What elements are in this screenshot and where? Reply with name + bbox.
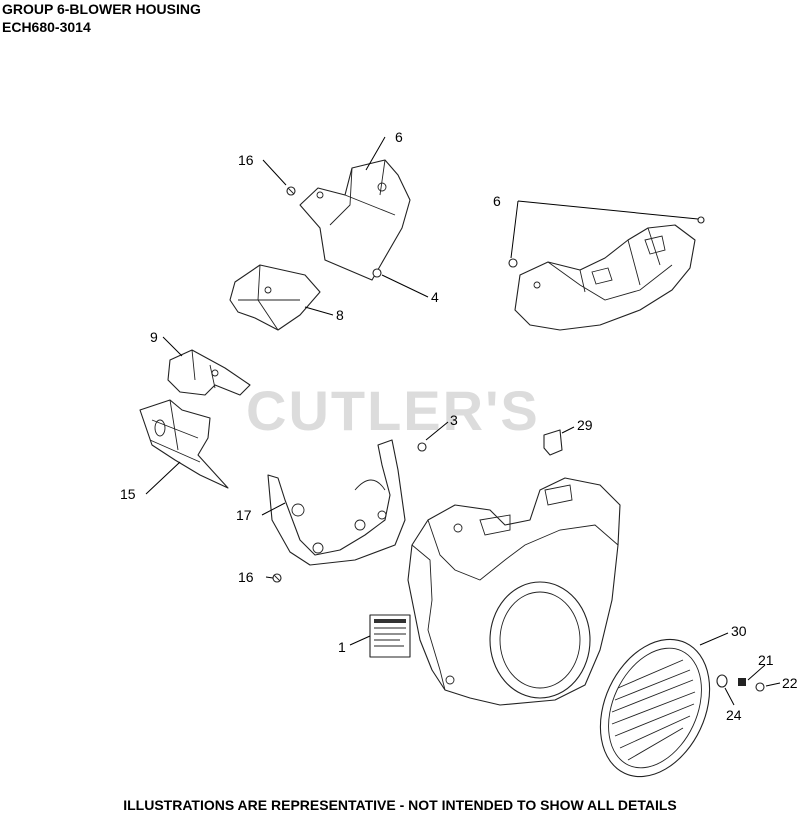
callout-17: 17 (236, 507, 252, 523)
callout-8: 8 (336, 307, 344, 323)
part-15-deflector (139, 399, 229, 489)
part-8-plate (229, 264, 321, 331)
group-title: GROUP 6-BLOWER HOUSING (2, 1, 201, 17)
part-9-bracket (167, 349, 251, 396)
part-16-screw-top (286, 186, 296, 196)
part-29-clip (543, 429, 563, 456)
callout-22: 22 (782, 675, 798, 691)
leader-lines (145, 136, 781, 706)
callout-30: 30 (731, 623, 747, 639)
part-6-shroud (508, 216, 705, 331)
part-5-bracket (299, 159, 411, 281)
part-21-spring (738, 678, 746, 686)
callout-3: 3 (450, 412, 458, 428)
part-17-bracket (267, 439, 406, 566)
diagram-header: GROUP 6-BLOWER HOUSING ECH680-3014 (2, 0, 201, 36)
callout-21: 21 (758, 652, 774, 668)
disclaimer-footer: ILLUSTRATIONS ARE REPRESENTATIVE - NOT I… (123, 797, 677, 813)
callout-9: 9 (150, 329, 158, 345)
callout-29: 29 (577, 417, 593, 433)
watermark-text: CUTLER'S (246, 379, 540, 442)
callout-5: 6 (395, 129, 403, 145)
callout-1: 1 (338, 639, 346, 655)
callout-16-bottom: 16 (238, 569, 254, 585)
part-22-nut (755, 682, 765, 692)
model-number: ECH680-3014 (2, 19, 91, 35)
callout-15: 15 (120, 486, 136, 502)
part-3-screw (417, 442, 427, 452)
part-4-screw (372, 268, 382, 278)
callout-6: 6 (493, 193, 501, 209)
part-30-screen (599, 638, 711, 778)
part-16-screw-bottom (272, 573, 282, 583)
blower-housing (407, 477, 621, 706)
callout-4: 4 (431, 289, 439, 305)
part-24-washer (716, 674, 728, 688)
callout-16-top: 16 (238, 152, 254, 168)
part-1-label (369, 614, 411, 658)
callout-24: 24 (726, 707, 742, 723)
